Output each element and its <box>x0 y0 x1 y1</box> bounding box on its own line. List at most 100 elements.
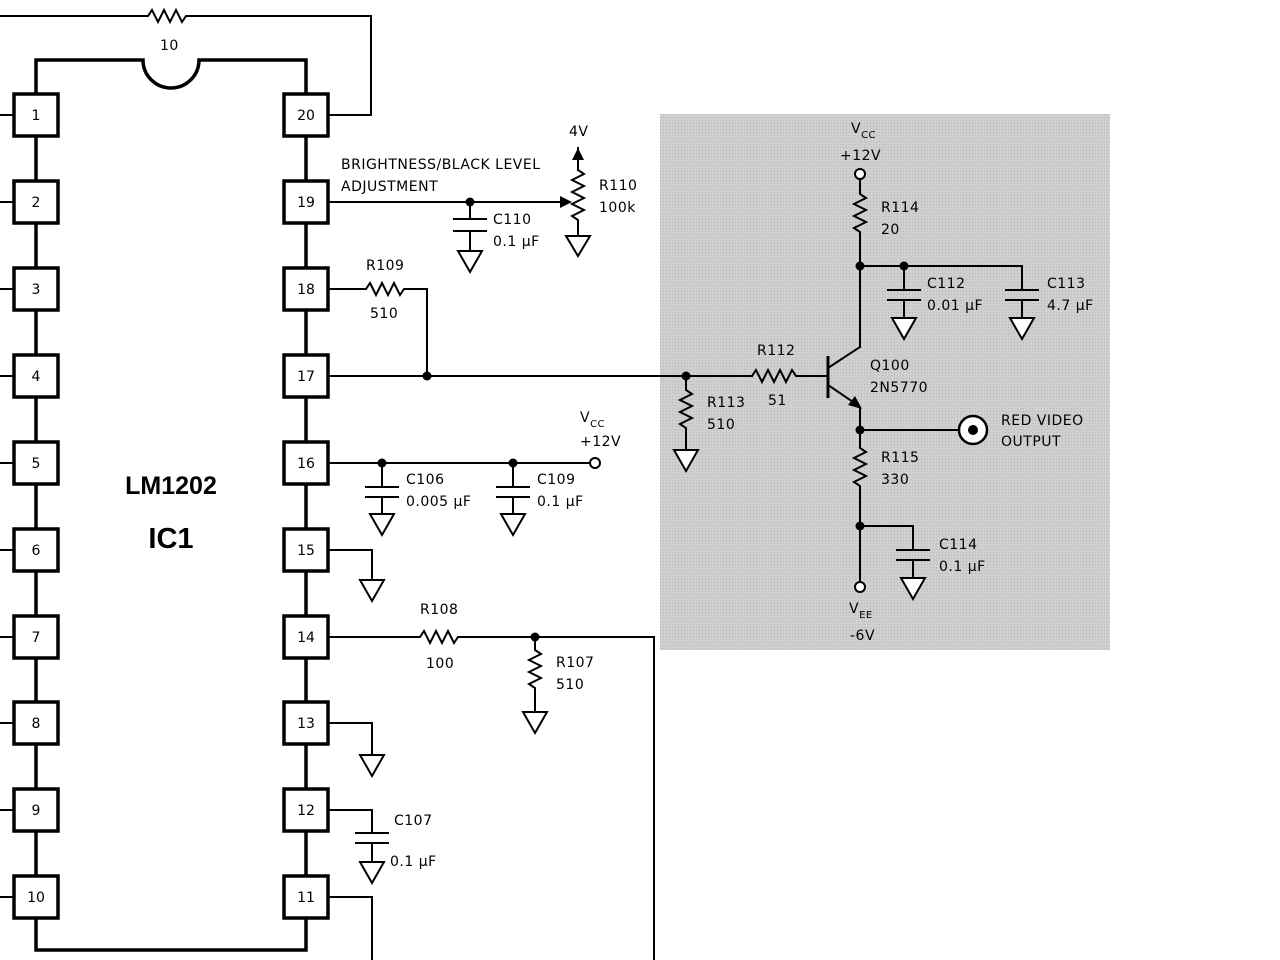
capacitor-c109 <box>496 462 530 515</box>
resistor-r107 <box>526 636 544 713</box>
svg-text:1: 1 <box>32 108 41 124</box>
ground-c113 <box>1008 317 1036 342</box>
pin-16: 16 <box>282 440 330 486</box>
resistor-r109 <box>327 280 428 377</box>
pin-15: 15 <box>282 527 330 573</box>
pin-20: 20 <box>282 92 330 138</box>
r110-value: 100k <box>599 200 636 216</box>
r107-value: 510 <box>556 677 584 693</box>
junction-r114 <box>855 261 865 271</box>
vee-label: VEE <box>849 601 873 621</box>
r112-ref: R112 <box>757 343 795 359</box>
svg-text:20: 20 <box>297 108 315 124</box>
c109-value: 0.1 μF <box>537 494 584 510</box>
r109-value: 510 <box>370 306 398 322</box>
ground-r107 <box>521 711 549 736</box>
c110-value: 0.1 μF <box>493 234 540 250</box>
pin-2: 2 <box>12 179 60 225</box>
pin16-vcc-voltage: +12V <box>580 434 621 450</box>
feedback-resistor-value: 10 <box>160 38 179 54</box>
potentiometer-r110 <box>569 147 587 237</box>
q100-part: 2N5770 <box>870 380 928 396</box>
svg-text:15: 15 <box>297 543 315 559</box>
svg-text:19: 19 <box>297 195 315 211</box>
svg-text:14: 14 <box>297 630 315 646</box>
ground-c114 <box>899 577 927 602</box>
vcc-top-voltage: +12V <box>840 148 881 164</box>
feedback-resistor-wire <box>0 7 372 116</box>
pin16-vcc-label: VCC <box>580 410 605 430</box>
ground-pin15 <box>358 579 386 604</box>
r113-ref: R113 <box>707 395 745 411</box>
q100-ref: Q100 <box>870 358 910 374</box>
pin15-wire <box>327 549 373 581</box>
brightness-supply: 4V <box>569 124 588 140</box>
pin-7: 7 <box>12 614 60 660</box>
pin-9: 9 <box>12 787 60 833</box>
svg-text:17: 17 <box>297 369 315 385</box>
vcc-top-label: VCC <box>851 121 876 141</box>
vcc-top-terminal <box>854 168 866 180</box>
svg-text:11: 11 <box>297 890 315 906</box>
r115-ref: R115 <box>881 450 919 466</box>
c110-ref: C110 <box>493 212 532 228</box>
capacitor-c106 <box>365 462 399 515</box>
junction-pin17 <box>422 371 432 381</box>
c113-value: 4.7 μF <box>1047 298 1094 314</box>
c109-ref: C109 <box>537 472 576 488</box>
r110-ref: R110 <box>599 178 637 194</box>
output-connector-icon <box>957 414 989 446</box>
capacitor-c110 <box>453 201 487 252</box>
ground-c107 <box>358 861 386 886</box>
pin19-wire <box>327 196 572 208</box>
pin-5: 5 <box>12 440 60 486</box>
ground-r110 <box>564 235 592 258</box>
ic-lm1202-body <box>34 58 308 952</box>
vee-voltage: -6V <box>850 628 875 644</box>
ground-r113 <box>672 449 700 474</box>
svg-text:10: 10 <box>27 890 45 906</box>
c106-ref: C106 <box>406 472 445 488</box>
c112-ref: C112 <box>927 276 966 292</box>
capacitor-c112 <box>887 265 921 319</box>
pin-14: 14 <box>282 614 330 660</box>
brightness-label-line2: ADJUSTMENT <box>341 179 438 195</box>
c114-ref: C114 <box>939 537 978 553</box>
r113-value: 510 <box>707 417 735 433</box>
r114-ref: R114 <box>881 200 919 216</box>
r108-ref: R108 <box>420 602 458 618</box>
ground-c112 <box>890 317 918 342</box>
c113-ref: C113 <box>1047 276 1086 292</box>
pin11-wire <box>327 896 373 960</box>
capacitor-c113 <box>1005 265 1039 319</box>
ic-right-pins: 20 19 18 17 16 15 14 13 12 11 <box>282 92 330 920</box>
ground-pin13 <box>358 754 386 779</box>
output-label-line2: OUTPUT <box>1001 434 1061 450</box>
c107-value: 0.1 μF <box>390 854 437 870</box>
r108-value: 100 <box>426 656 454 672</box>
svg-text:7: 7 <box>32 630 41 646</box>
vee-terminal <box>854 581 866 593</box>
pin-10: 10 <box>12 874 60 920</box>
svg-text:3: 3 <box>32 282 41 298</box>
resistor-r115 <box>851 429 869 583</box>
pin-18: 18 <box>282 266 330 312</box>
pin-19: 19 <box>282 179 330 225</box>
svg-text:12: 12 <box>297 803 315 819</box>
r107-ref: R107 <box>556 655 594 671</box>
ground-c109 <box>499 513 527 538</box>
svg-text:9: 9 <box>32 803 41 819</box>
pin-17: 17 <box>282 353 330 399</box>
pin-8: 8 <box>12 700 60 746</box>
r112-value: 51 <box>768 393 787 409</box>
c112-value: 0.01 μF <box>927 298 983 314</box>
pin13-wire <box>327 722 373 756</box>
pin-1: 1 <box>12 92 60 138</box>
ic-left-pins: 1 2 3 4 5 6 7 8 9 10 <box>12 92 60 920</box>
svg-text:18: 18 <box>297 282 315 298</box>
svg-text:5: 5 <box>32 456 41 472</box>
r115-value: 330 <box>881 472 909 488</box>
resistor-r112 <box>750 367 827 385</box>
r114-value: 20 <box>881 222 900 238</box>
